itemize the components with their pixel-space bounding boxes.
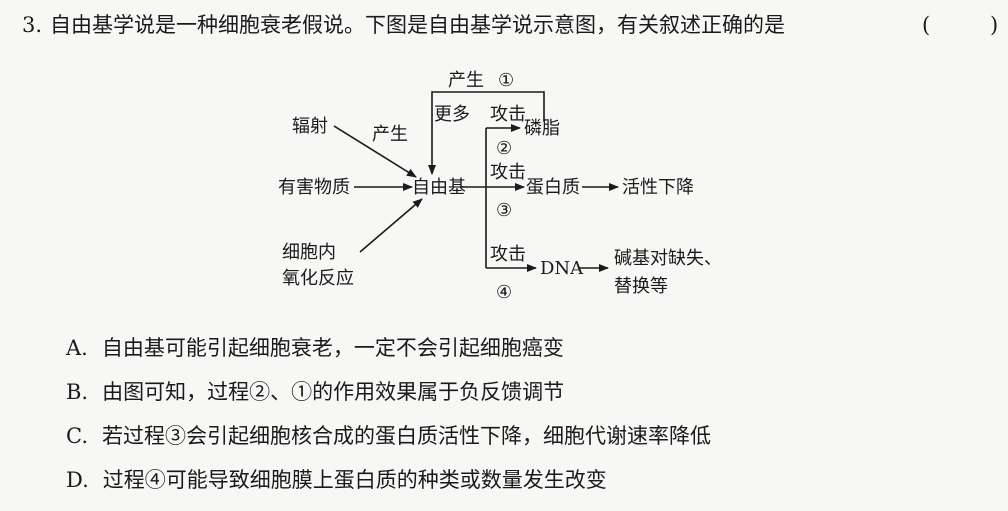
label-process-3: ③	[496, 200, 512, 221]
answer-options: A. 自由基可能引起细胞衰老，一定不会引起细胞癌变 B. 由图可知，过程②、①的作用…	[66, 326, 996, 502]
option-letter: B.	[66, 380, 89, 404]
question-text: 自由基学说是一种细胞衰老假说。下图是自由基学说示意图，有关叙述正确的是	[50, 13, 786, 37]
option-d[interactable]: D. 过程④可能导致细胞膜上蛋白质的种类或数量发生改变	[66, 458, 996, 502]
label-produce: 产生	[372, 124, 408, 145]
arrow-reaction-to-free-radical	[359, 198, 423, 253]
label-base-pair-loss-line2: 替换等	[614, 276, 668, 297]
option-text: 若过程③会引起细胞核合成的蛋白质活性下降，细胞代谢速率降低	[102, 424, 711, 448]
label-dna: DNA	[540, 258, 584, 279]
label-activity-decrease: 活性下降	[622, 177, 694, 198]
option-a[interactable]: A. 自由基可能引起细胞衰老，一定不会引起细胞癌变	[66, 326, 996, 370]
label-cell-reaction-line1: 细胞内	[282, 242, 336, 263]
label-cell-reaction-line2: 氧化反应	[282, 268, 354, 289]
answer-paren-close: )	[990, 13, 999, 37]
label-free-radical: 自由基	[412, 177, 466, 198]
label-attack-4: 攻击	[490, 244, 526, 265]
option-letter: D.	[66, 468, 89, 492]
label-attack-2: 攻击	[490, 104, 526, 125]
option-text: 过程④可能导致细胞膜上蛋白质的种类或数量发生改变	[102, 468, 607, 492]
label-process-4: ④	[496, 282, 512, 303]
label-attack-3: 攻击	[490, 162, 526, 183]
label-phospholipid: 磷脂	[524, 118, 560, 139]
answer-paren-open: (	[922, 13, 931, 37]
feedback-loop-line	[428, 91, 545, 175]
label-protein: 蛋白质	[526, 177, 580, 198]
question-number: 3.	[22, 13, 43, 37]
option-text: 由图可知，过程②、①的作用效果属于负反馈调节	[102, 380, 565, 404]
label-process-1: ①	[498, 70, 514, 91]
question-stem: 3.自由基学说是一种细胞衰老假说。下图是自由基学说示意图，有关叙述正确的是 ( …	[22, 10, 1002, 40]
label-more: 更多	[434, 104, 470, 125]
option-c[interactable]: C. 若过程③会引起细胞核合成的蛋白质活性下降，细胞代谢速率降低	[66, 414, 996, 458]
label-harmful-substance: 有害物质	[278, 177, 350, 198]
label-base-pair-loss-line1: 碱基对缺失、	[614, 248, 722, 269]
option-b[interactable]: B. 由图可知，过程②、①的作用效果属于负反馈调节	[66, 370, 996, 414]
option-letter: C.	[66, 424, 88, 448]
option-text: 自由基可能引起细胞衰老，一定不会引起细胞癌变	[101, 336, 564, 360]
label-top-produce: 产生	[448, 70, 484, 91]
option-letter: A.	[66, 336, 88, 360]
arrow-radiation-to-free-radical	[333, 125, 417, 178]
free-radical-diagram: 辐射 有害物质 细胞内 氧化反应 产生 自由基 产生 ① 更多 攻击 磷脂 ② …	[278, 70, 722, 303]
label-radiation: 辐射	[292, 116, 328, 137]
label-process-2: ②	[496, 138, 512, 159]
